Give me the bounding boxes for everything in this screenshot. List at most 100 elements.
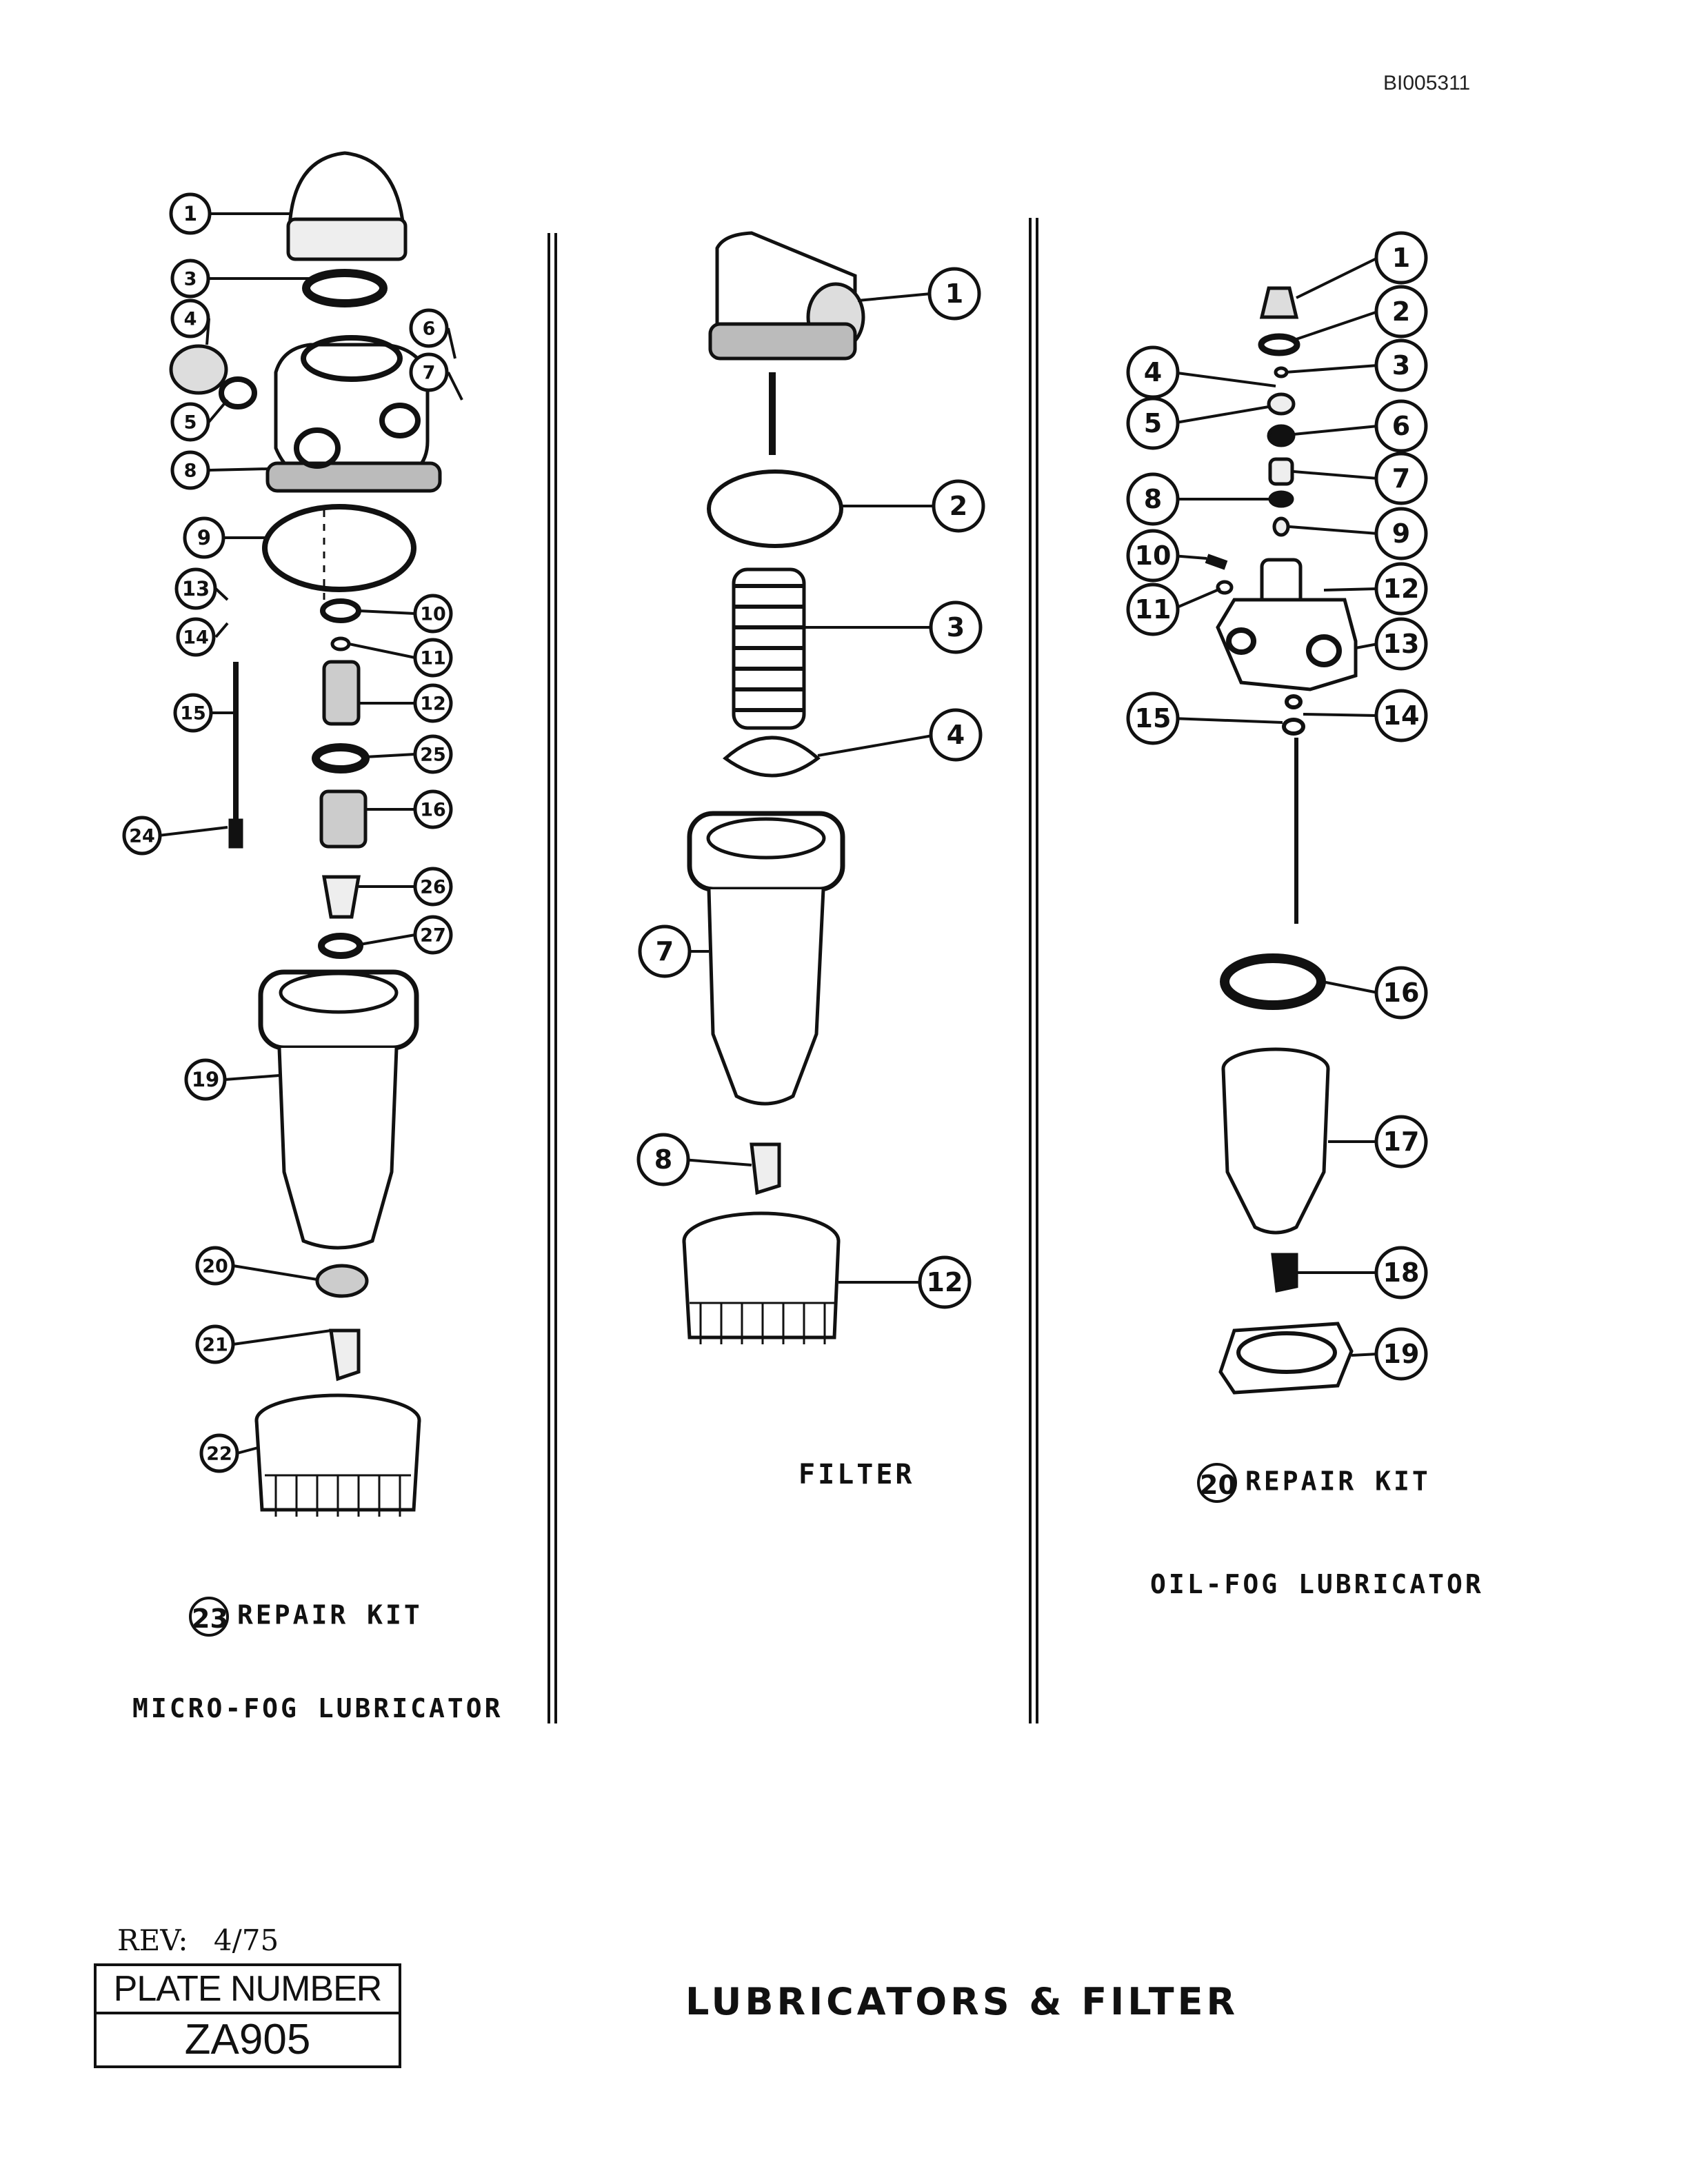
siphon-tip [228, 818, 243, 849]
callout-number: 5 [1144, 408, 1162, 438]
callout-circle [413, 915, 453, 955]
washer [219, 376, 257, 410]
callout-circle [1374, 452, 1428, 505]
oil-fog-drain [1271, 1253, 1298, 1293]
callout-circle [170, 402, 210, 442]
callout-number: 3 [1392, 350, 1410, 381]
callout-circle [122, 816, 162, 856]
callout-number: 11 [1135, 594, 1172, 625]
callout-circle [1374, 1115, 1428, 1169]
hex-nut [315, 1264, 369, 1298]
drain-valve [329, 1328, 361, 1382]
callout-circle [173, 693, 213, 733]
callout-circle [199, 1433, 239, 1473]
callout-circle [1374, 617, 1428, 671]
oil-fog-gasket [1220, 953, 1326, 1010]
oil-fog-bowl [1221, 1068, 1330, 1235]
callout-number: 2 [950, 491, 967, 521]
callout-circle [409, 352, 449, 392]
callout-circle [413, 594, 453, 634]
filter-drain [750, 1142, 781, 1195]
rev-value: 4/75 [213, 1923, 279, 1957]
filter-caption: FILTER [798, 1459, 915, 1490]
callout-circle [918, 1255, 972, 1309]
callout-circle [638, 924, 692, 978]
callout-number: 20 [202, 1255, 228, 1277]
callout-circle [1374, 966, 1428, 1020]
callout-circle [174, 567, 217, 610]
callout-circle [170, 259, 210, 299]
rev-label: REV: [117, 1923, 188, 1957]
nozzle [322, 660, 361, 726]
adjust-knob [1259, 286, 1299, 319]
callout-circle [170, 299, 210, 338]
callout-number: 4 [947, 720, 965, 750]
callout-number: 12 [420, 693, 446, 714]
callout-number: 15 [1135, 703, 1172, 734]
callout-circle [413, 734, 453, 774]
callout-circle [1374, 1327, 1428, 1381]
callout-circle [932, 479, 985, 533]
callout-number: 10 [420, 603, 446, 625]
callout-circle [1374, 507, 1428, 560]
repair-kit-label: REPAIR KIT [237, 1599, 423, 1630]
filter-bowl [707, 889, 825, 1106]
body-base [265, 461, 442, 493]
callout-number: 8 [1144, 484, 1162, 514]
micro-bowl-rim [258, 969, 419, 1051]
callout-number: 4 [184, 308, 197, 330]
micro-fog-caption: MICRO-FOG LUBRICATOR [132, 1693, 503, 1723]
repair-kit-label: REPAIR KIT [1245, 1466, 1431, 1497]
callout-circle [195, 1324, 235, 1364]
check-valve [322, 875, 361, 919]
callout-number: 14 [183, 627, 209, 648]
filter-gasket [707, 469, 843, 548]
callout-number: 22 [206, 1443, 232, 1464]
plate-label: PLATE NUMBER [97, 1966, 399, 2014]
callout-number: 19 [1383, 1339, 1420, 1369]
callout-number: 1 [1392, 243, 1410, 273]
callout-number: 25 [420, 744, 446, 765]
plate-number: ZA905 [184, 2016, 311, 2063]
filter-parts [682, 231, 865, 1344]
callout-number: 1 [945, 279, 963, 309]
bowl-gasket [262, 504, 416, 592]
callout-circle [1126, 529, 1180, 583]
callout-circle [1374, 1246, 1428, 1300]
repair-kit-number-badge: 20 [1197, 1463, 1237, 1503]
callout-number: 17 [1383, 1126, 1420, 1157]
callout-number: 9 [1392, 518, 1410, 549]
callout-circle [929, 600, 983, 654]
callout-circle [413, 683, 453, 723]
oil-fog-repair-kit: 20 REPAIR KIT [1197, 1463, 1431, 1503]
callout-number: 24 [129, 825, 155, 847]
callout-number: 16 [1383, 978, 1420, 1008]
callout-number: 2 [1392, 296, 1410, 327]
callout-number: 8 [654, 1144, 672, 1175]
callout-number: 5 [184, 412, 197, 433]
callout-number: 7 [423, 362, 436, 383]
callout-number: 12 [1383, 574, 1420, 604]
oil-fog-parts [1205, 286, 1358, 1395]
callout-circle [183, 516, 225, 559]
callout-number: 7 [656, 936, 674, 967]
callout-circle [176, 617, 216, 657]
callout-circle [1374, 285, 1428, 338]
callout-circle [1374, 689, 1428, 742]
callout-circle [1374, 562, 1428, 616]
callout-circle [929, 708, 983, 762]
micro-bowl [277, 1047, 399, 1250]
callout-number: 3 [947, 612, 965, 643]
callout-circle [1126, 583, 1180, 636]
callout-number: 7 [1392, 463, 1410, 494]
callout-circle [184, 1058, 227, 1101]
fitting [319, 789, 368, 849]
baffle [723, 736, 821, 778]
callout-number: 8 [184, 460, 197, 481]
callout-number: 6 [1392, 411, 1410, 441]
callout-circle [1126, 396, 1180, 450]
callout-circle [170, 450, 210, 490]
callout-circle [1374, 399, 1428, 453]
